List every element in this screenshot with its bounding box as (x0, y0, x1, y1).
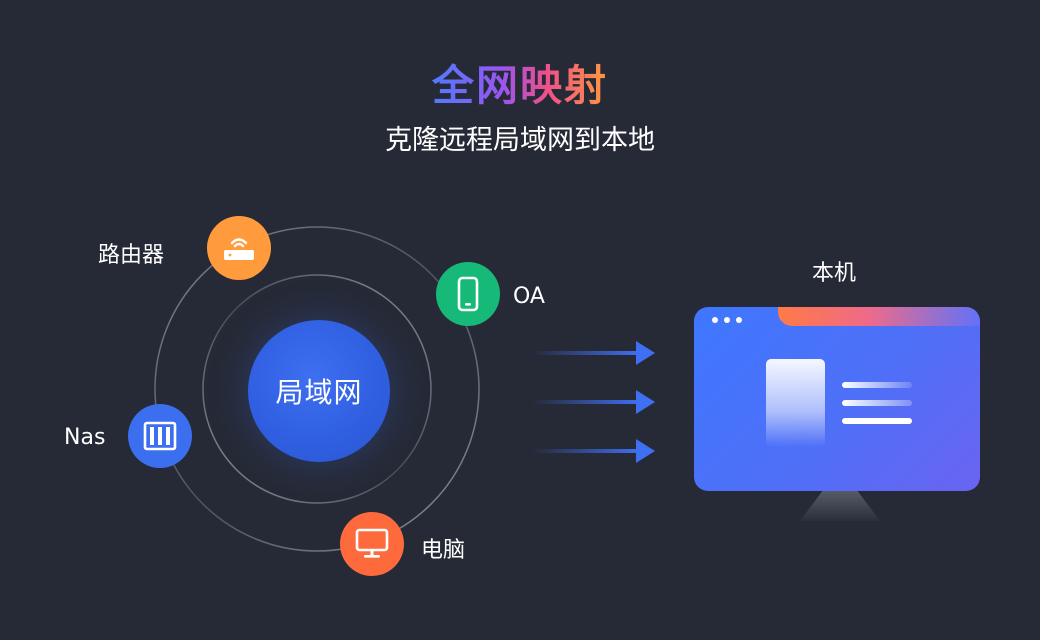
router-icon (224, 238, 254, 260)
window-title-bar (778, 307, 980, 326)
window-dot (736, 317, 742, 323)
lan-center: 局域网 (248, 320, 390, 462)
local-machine-screen (694, 307, 980, 491)
pc-label: 电脑 (421, 538, 466, 563)
pc-node[interactable] (340, 512, 404, 576)
window-dot (712, 317, 718, 323)
text-line (842, 418, 912, 424)
arrow-2 (532, 390, 655, 414)
nas-icon (143, 421, 177, 451)
title-wrapper: 全网映射 (0, 52, 1040, 113)
text-line (842, 400, 912, 406)
lan-center-label: 局域网 (275, 376, 363, 409)
page-title: 全网映射 (432, 52, 608, 113)
oa-node[interactable] (436, 262, 500, 326)
nas-node[interactable] (128, 404, 192, 468)
text-line (842, 382, 912, 388)
arrow-3 (532, 439, 655, 463)
arrow-1 (532, 341, 655, 365)
phone-icon (457, 276, 479, 312)
router-label: 路由器 (98, 243, 165, 268)
page-subtitle: 克隆远程局域网到本地 (385, 125, 655, 156)
oa-label: OA (513, 284, 545, 309)
document-card (766, 359, 825, 447)
router-node[interactable] (207, 216, 271, 280)
monitor-icon (355, 528, 389, 558)
window-dot (724, 317, 730, 323)
local-machine-label: 本机 (812, 261, 857, 286)
monitor-stand (800, 491, 880, 521)
nas-label: Nas (64, 425, 106, 450)
